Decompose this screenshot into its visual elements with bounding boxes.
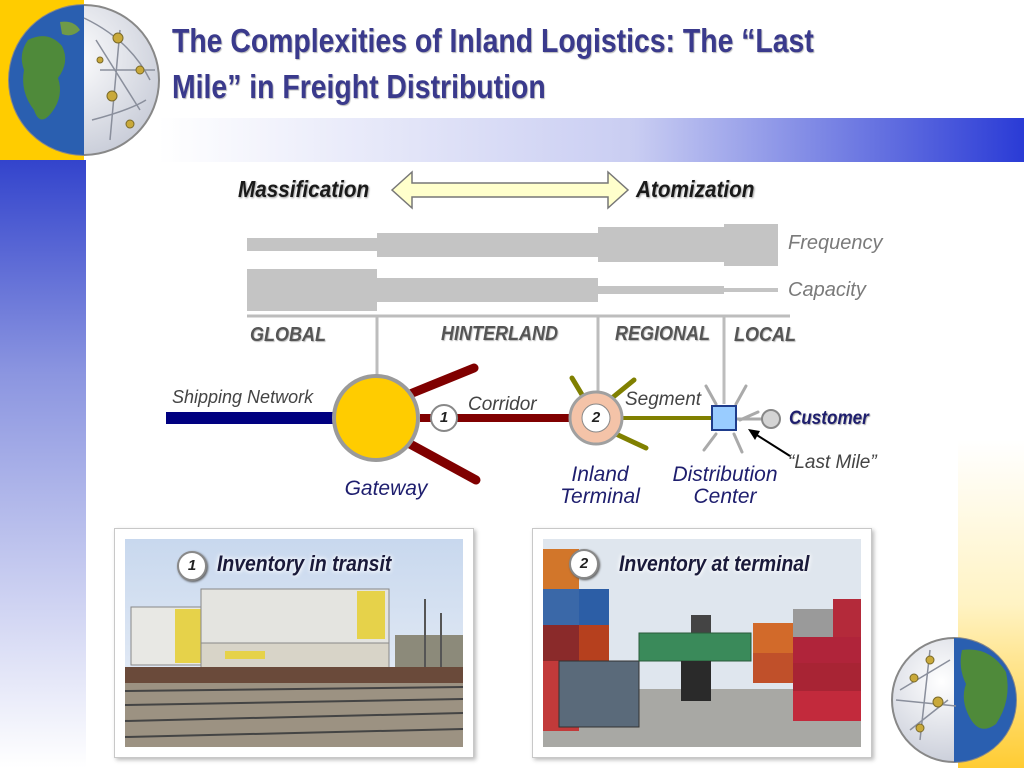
corridor-label: Corridor bbox=[468, 394, 537, 415]
capacity-bars bbox=[247, 269, 778, 311]
photo-2-number-badge: 2 bbox=[569, 549, 599, 579]
globe-icon bbox=[8, 4, 160, 156]
last-mile-arrow bbox=[751, 431, 791, 457]
globe-icon bbox=[891, 637, 1017, 763]
inland-terminal-line-1: Inland bbox=[571, 463, 629, 486]
last-mile-label: “Last Mile” bbox=[788, 452, 877, 473]
photo-1-caption: Inventory in transit bbox=[217, 551, 392, 576]
atomization-label: Atomization bbox=[636, 176, 755, 202]
distribution-center-node bbox=[711, 405, 737, 431]
customer-label: Customer bbox=[789, 408, 869, 429]
scale-regional-label: REGIONAL bbox=[615, 323, 711, 345]
capacity-label: Capacity bbox=[788, 279, 866, 301]
photo-1-number-badge: 1 bbox=[177, 551, 207, 581]
gateway-node bbox=[332, 374, 420, 462]
gateway-spokes bbox=[405, 363, 481, 485]
scale-dividers bbox=[247, 314, 790, 404]
massification-label: Massification bbox=[238, 176, 370, 202]
inland-terminal-label: Inland Terminal bbox=[548, 464, 652, 508]
frequency-label: Frequency bbox=[788, 232, 883, 254]
last-mile-arrowhead bbox=[748, 429, 760, 440]
corridor-marker bbox=[430, 404, 458, 432]
scale-global-label: GLOBAL bbox=[250, 324, 326, 346]
segment-label: Segment bbox=[625, 389, 702, 410]
photo-2-caption: Inventory at terminal bbox=[619, 551, 810, 576]
terminal-inner-circle bbox=[581, 403, 611, 433]
shipping-network-label: Shipping Network bbox=[172, 387, 314, 407]
scale-local-label: LOCAL bbox=[734, 324, 797, 346]
photo-card-inventory-transit: 1 Inventory in transit bbox=[114, 528, 474, 758]
slide-title: The Complexities of Inland Logistics: Th… bbox=[172, 22, 814, 105]
scale-hinterland-label: HINTERLAND bbox=[441, 323, 558, 345]
distribution-center-label: Distribution Center bbox=[664, 464, 786, 508]
inland-terminal-line-2: Terminal bbox=[560, 485, 640, 508]
photo-card-inventory-terminal: 2 Inventory at terminal bbox=[532, 528, 872, 758]
terminal-marker-number: 2 bbox=[591, 409, 601, 426]
frequency-bars bbox=[247, 224, 778, 266]
container-terminal-photo bbox=[543, 539, 861, 747]
massification-atomization-arrow bbox=[390, 170, 630, 210]
gateway-label: Gateway bbox=[344, 477, 428, 500]
distribution-center-line-2: Center bbox=[693, 485, 757, 508]
customer-node bbox=[761, 409, 781, 429]
corridor-marker-number: 1 bbox=[439, 409, 449, 426]
distribution-center-line-1: Distribution bbox=[672, 463, 778, 486]
